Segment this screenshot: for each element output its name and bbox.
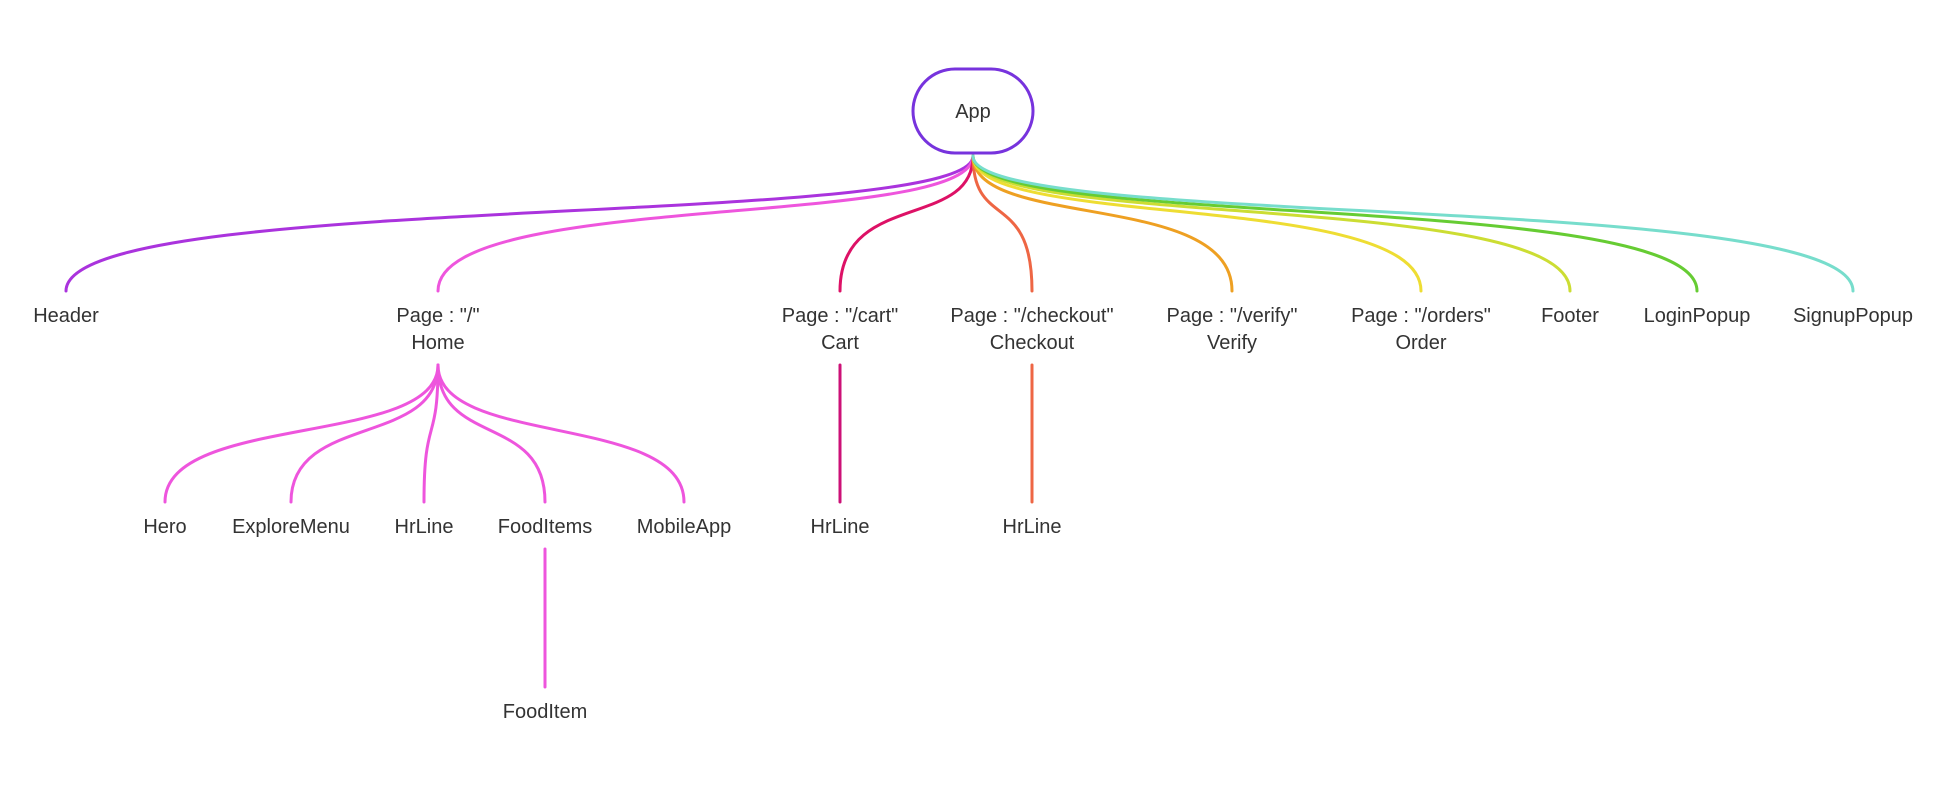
node-page-cart-line-1: Cart <box>821 332 859 354</box>
root-node-app: App <box>911 67 1035 155</box>
edge-app-to-page-checkout <box>971 154 1034 293</box>
node-footer-line-0: Footer <box>1541 305 1599 327</box>
root-node-label: App <box>955 101 991 123</box>
node-header: Header <box>33 305 99 327</box>
edge-app-to-signup-popup <box>971 154 1855 293</box>
node-page-checkout-line-0: Page : "/checkout" <box>950 305 1113 327</box>
node-login-popup: LoginPopup <box>1644 305 1751 327</box>
node-page-orders-line-1: Order <box>1395 332 1446 354</box>
edge-page-home-to-food-items <box>436 363 547 504</box>
node-food-item: FoodItem <box>503 701 587 723</box>
node-signup-popup-line-0: SignupPopup <box>1793 305 1913 327</box>
root-node-box <box>911 67 1035 155</box>
node-page-verify: Page : "/verify" Verify <box>1167 305 1298 354</box>
node-mobile-app-line-0: MobileApp <box>637 516 732 538</box>
node-page-cart-line-0: Page : "/cart" <box>782 305 898 327</box>
edge-app-to-page-verify <box>971 154 1234 293</box>
tree-edges <box>64 154 1855 689</box>
node-food-items: FoodItems <box>498 516 592 538</box>
node-hrline-cart: HrLine <box>811 516 870 538</box>
node-page-home-line-0: Page : "/" <box>396 305 479 327</box>
node-page-home: Page : "/" Home <box>396 305 479 354</box>
node-mobile-app: MobileApp <box>637 516 732 538</box>
node-hrline-checkout: HrLine <box>1003 516 1062 538</box>
node-page-verify-line-1: Verify <box>1207 332 1257 354</box>
node-explore-menu-line-0: ExploreMenu <box>232 516 350 538</box>
node-page-checkout-line-1: Checkout <box>990 332 1075 354</box>
node-hero-line-0: Hero <box>143 516 186 538</box>
edge-app-to-login-popup <box>971 154 1699 293</box>
edge-page-home-to-explore-menu <box>289 363 440 504</box>
node-food-item-line-0: FoodItem <box>503 701 587 723</box>
edge-page-home-to-hrline-home <box>422 363 440 504</box>
node-page-cart: Page : "/cart" Cart <box>782 305 898 354</box>
edge-app-to-header <box>64 154 975 293</box>
node-explore-menu: ExploreMenu <box>232 516 350 538</box>
edge-app-to-page-cart <box>838 154 975 293</box>
node-hrline-checkout-line-0: HrLine <box>1003 516 1062 538</box>
node-hrline-cart-line-0: HrLine <box>811 516 870 538</box>
node-page-orders: Page : "/orders" Order <box>1351 305 1491 354</box>
edge-page-home-to-mobile-app <box>436 363 686 504</box>
node-page-checkout: Page : "/checkout" Checkout <box>950 305 1113 354</box>
node-page-orders-line-0: Page : "/orders" <box>1351 305 1491 327</box>
node-header-line-0: Header <box>33 305 99 327</box>
edge-app-to-footer <box>971 154 1572 293</box>
edge-page-home-to-hero <box>163 363 440 504</box>
edge-app-to-page-home <box>436 154 975 293</box>
node-footer: Footer <box>1541 305 1599 327</box>
node-login-popup-line-0: LoginPopup <box>1644 305 1751 327</box>
node-signup-popup: SignupPopup <box>1793 305 1913 327</box>
node-hrline-home-line-0: HrLine <box>395 516 454 538</box>
node-food-items-line-0: FoodItems <box>498 516 592 538</box>
node-hero: Hero <box>143 516 186 538</box>
node-page-verify-line-0: Page : "/verify" <box>1167 305 1298 327</box>
edge-app-to-page-orders <box>971 154 1423 293</box>
node-hrline-home: HrLine <box>395 516 454 538</box>
node-page-home-line-1: Home <box>411 332 464 354</box>
